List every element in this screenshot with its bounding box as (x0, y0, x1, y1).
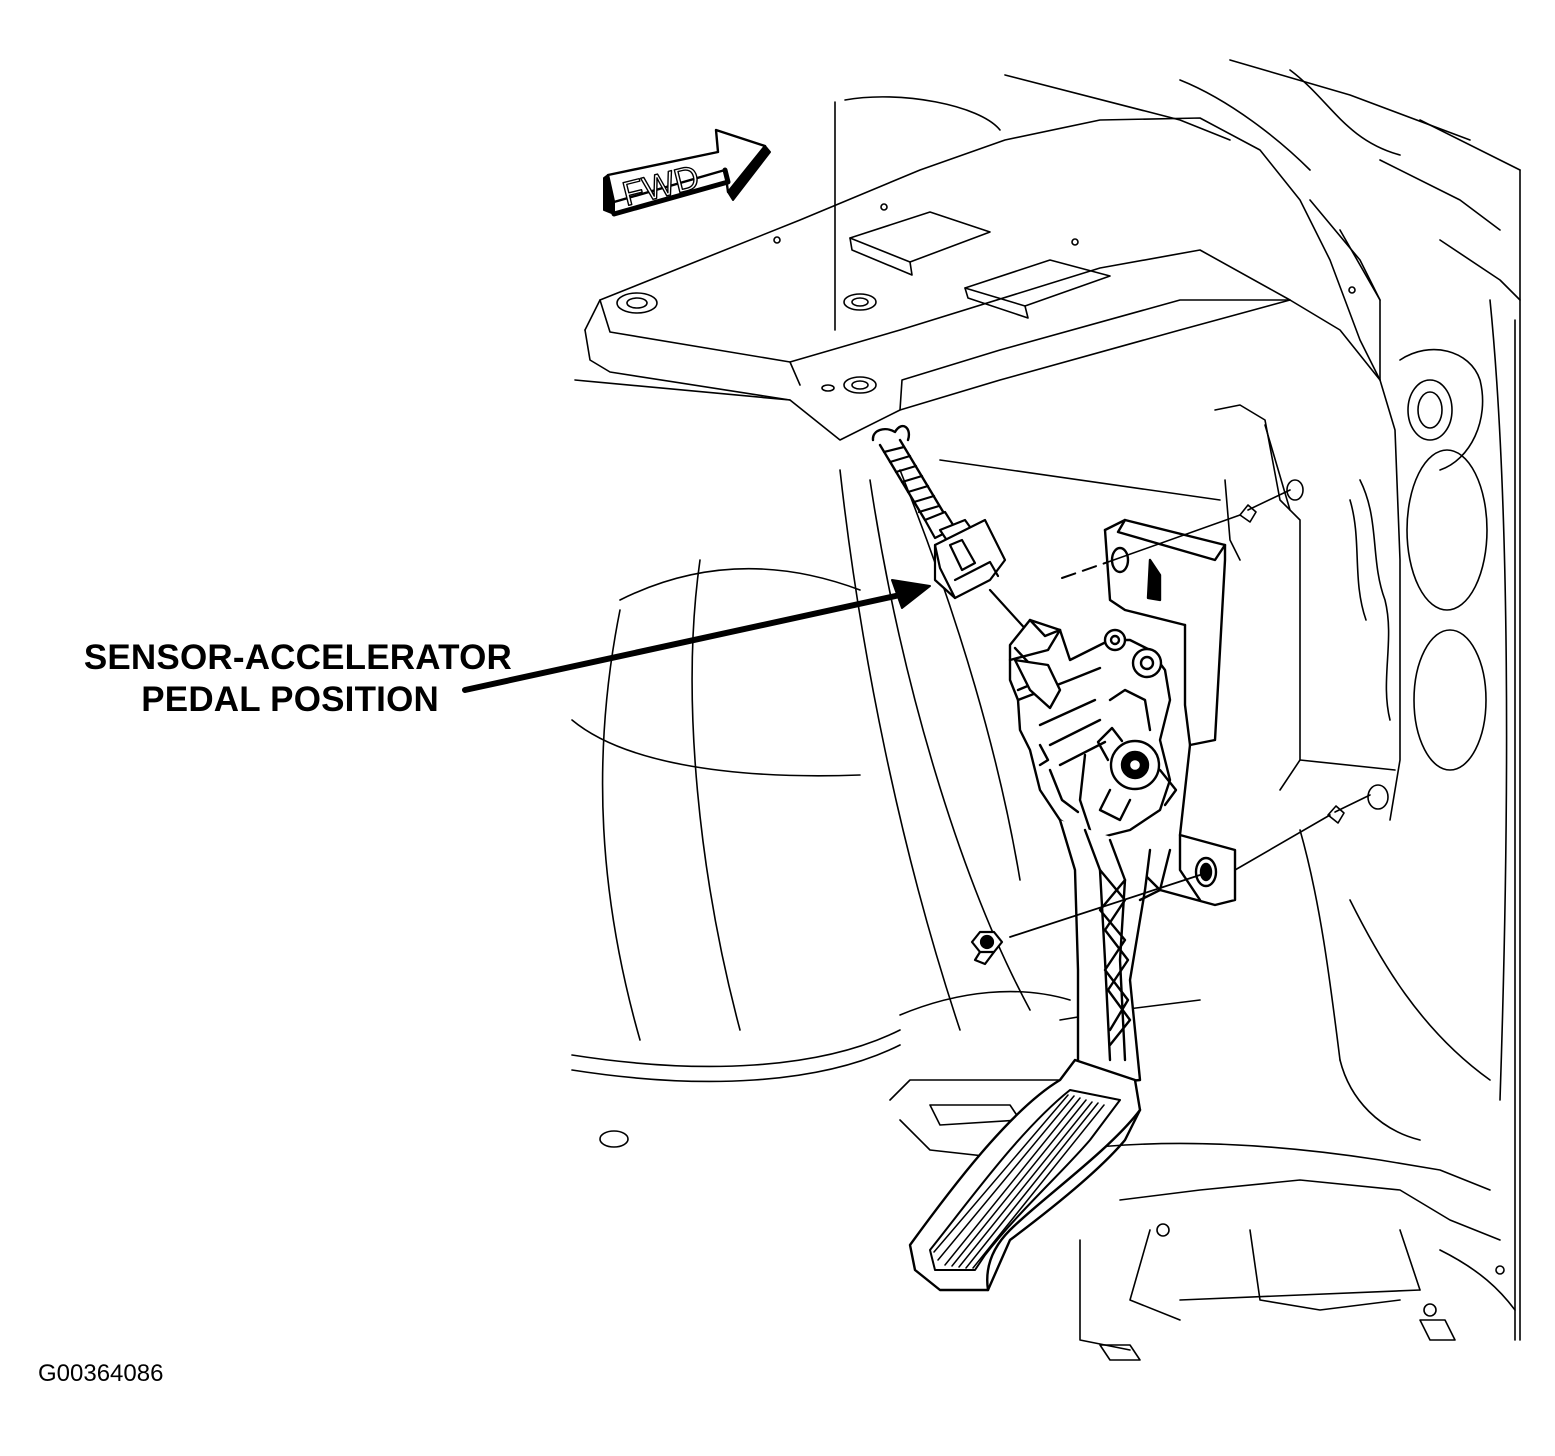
dash-panel-structure (571, 59, 1521, 1361)
fwd-label: FWD (619, 158, 703, 214)
pedal-pad-ribs (933, 1094, 1105, 1269)
accelerator-pedal-assembly (908, 514, 1241, 1292)
callout-label-line-1: SENSOR-ACCELERATOR (83, 638, 512, 677)
callout-leader-arrow (462, 579, 931, 693)
figure-id: G00364086 (38, 1360, 164, 1387)
mounting-nut (970, 814, 1331, 966)
callout-label-line-2: PEDAL POSITION (141, 680, 439, 719)
wiring-harness-connector (871, 424, 1042, 647)
forward-direction-arrow: FWD (603, 128, 771, 217)
